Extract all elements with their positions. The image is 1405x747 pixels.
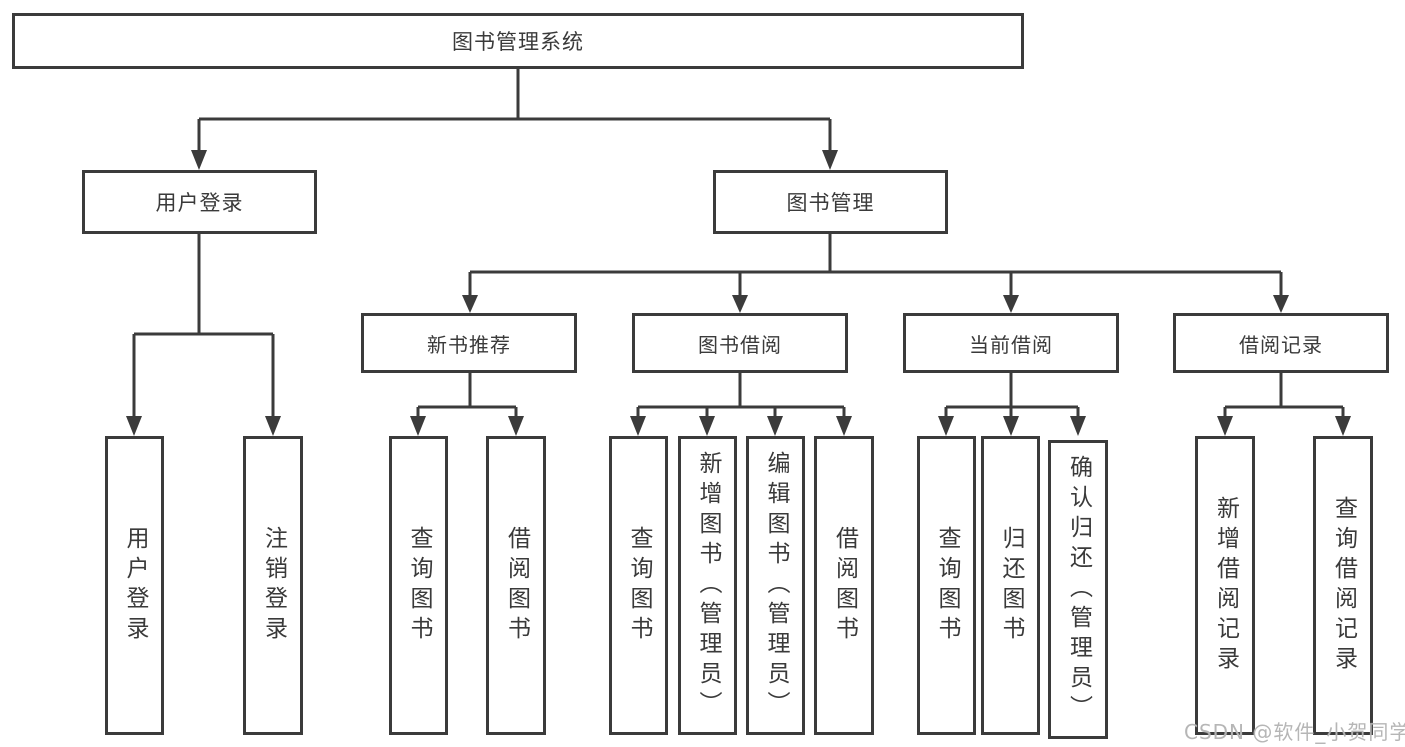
- node-library-management-system: 图书管理系统: [12, 13, 1024, 69]
- node-leaf-user-login: 用户登录: [105, 436, 164, 735]
- node-leaf-query-books-3: 查询图书: [917, 436, 976, 735]
- arrowhead: [1217, 416, 1233, 436]
- connector-login-to-leaves: [132, 233, 275, 418]
- arrowhead: [191, 150, 207, 170]
- node-label: 注销登录: [260, 525, 287, 646]
- node-label: 查询图书: [406, 525, 432, 646]
- node-label: 借阅图书: [831, 525, 858, 646]
- connector-current-to-leaves: [944, 372, 1080, 418]
- node-leaf-add-books-admin: 新增图书（管理员）: [678, 436, 737, 735]
- node-current-borrow: 当前借阅: [903, 313, 1119, 373]
- connector-recommend-to-leaves: [416, 372, 518, 418]
- arrowhead: [732, 295, 748, 313]
- connector-root-to-level2: [197, 68, 832, 152]
- arrowhead: [836, 416, 852, 436]
- node-label: 新增借阅记录: [1212, 495, 1239, 676]
- arrowhead: [1070, 416, 1086, 436]
- node-leaf-logout: 注销登录: [243, 436, 303, 735]
- node-book-borrow: 图书借阅: [632, 313, 848, 373]
- node-label: 归还图书: [998, 525, 1024, 646]
- arrowhead: [767, 416, 783, 436]
- connector-records-to-leaves: [1223, 372, 1345, 418]
- arrowhead: [265, 416, 281, 436]
- arrowhead: [1273, 295, 1289, 313]
- arrowhead: [410, 416, 426, 436]
- node-new-book-recommend: 新书推荐: [361, 313, 577, 373]
- arrowhead: [462, 295, 478, 313]
- node-label: 确认归还（管理员）: [1065, 454, 1092, 725]
- node-leaf-add-borrow-record: 新增借阅记录: [1195, 436, 1255, 735]
- node-borrow-records: 借阅记录: [1173, 313, 1389, 373]
- node-leaf-return-books: 归还图书: [981, 436, 1040, 735]
- node-label: 查询图书: [626, 525, 652, 646]
- arrowhead: [822, 150, 838, 170]
- node-leaf-query-books-1: 查询图书: [389, 436, 448, 735]
- node-leaf-borrow-books-1: 借阅图书: [486, 436, 546, 735]
- node-leaf-query-borrow-record: 查询借阅记录: [1313, 436, 1373, 735]
- connector-borrow-to-leaves: [636, 372, 846, 418]
- arrowhead: [699, 416, 715, 436]
- node-label: 新增图书（管理员）: [695, 450, 721, 721]
- arrowhead: [126, 416, 142, 436]
- node-leaf-borrow-books-2: 借阅图书: [814, 436, 874, 735]
- node-label: 查询借阅记录: [1330, 495, 1357, 676]
- arrowhead: [630, 416, 646, 436]
- node-leaf-query-books-2: 查询图书: [609, 436, 668, 735]
- arrowhead: [508, 416, 524, 436]
- arrowhead: [1003, 295, 1019, 313]
- node-label: 编辑图书（管理员）: [763, 450, 789, 721]
- node-user-login: 用户登录: [82, 170, 317, 234]
- node-label: 用户登录: [122, 525, 148, 646]
- node-book-management: 图书管理: [713, 170, 948, 234]
- node-label: 查询图书: [934, 525, 960, 646]
- csdn-watermark: CSDN @软件_小贺同学: [1184, 720, 1405, 744]
- node-label: 借阅图书: [503, 525, 530, 646]
- connector-management-to-level3: [468, 233, 1283, 295]
- node-leaf-confirm-return-admin: 确认归还（管理员）: [1048, 440, 1108, 739]
- node-leaf-edit-books-admin: 编辑图书（管理员）: [746, 436, 805, 735]
- arrowhead: [1335, 416, 1351, 436]
- arrowhead: [1003, 416, 1019, 436]
- arrowhead: [938, 416, 954, 436]
